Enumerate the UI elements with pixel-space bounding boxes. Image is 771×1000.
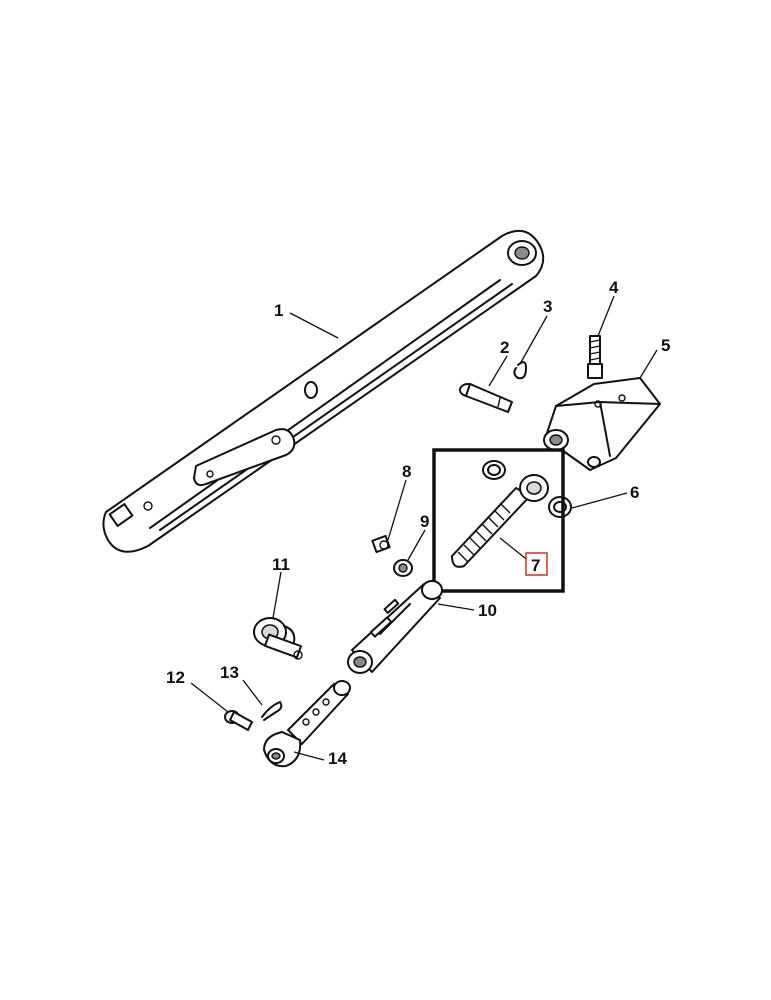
- callout-3: 3: [543, 297, 552, 316]
- part-2-pin[interactable]: [459, 383, 513, 413]
- callout-4: 4: [609, 278, 619, 297]
- callout-10: 10: [478, 601, 497, 620]
- callout-11: 11: [272, 555, 290, 574]
- part-8-grease-nipple[interactable]: [371, 534, 391, 554]
- callout-1: 1: [274, 301, 283, 320]
- part-10-tube-sleeve[interactable]: [347, 580, 443, 674]
- highlight-badge: [525, 552, 548, 576]
- callout-7: 7: [531, 556, 540, 575]
- part-4-bolt[interactable]: [587, 335, 603, 379]
- part-5-bracket[interactable]: [543, 377, 661, 471]
- part-13-spring-pin[interactable]: [261, 701, 283, 721]
- part-11-clamp[interactable]: [253, 617, 303, 660]
- leader-lines: [190, 295, 658, 761]
- part-7-threaded-rod-end[interactable]: [451, 460, 549, 568]
- callout-2: 2: [500, 338, 509, 357]
- part-3-spring-clip[interactable]: [513, 361, 527, 380]
- part-1-lower-link-arm[interactable]: [102, 229, 545, 553]
- callout-12: 12: [166, 668, 185, 687]
- part-14-clevis[interactable]: [263, 680, 351, 768]
- callout-9: 9: [420, 512, 429, 531]
- callout-8: 8: [402, 462, 411, 481]
- callout-6: 6: [630, 483, 639, 502]
- part-6-washer[interactable]: [548, 496, 572, 518]
- highlight-frame: [432, 448, 565, 593]
- part-9-nut[interactable]: [393, 559, 413, 577]
- callout-14: 14: [328, 749, 347, 768]
- callout-5: 5: [661, 336, 670, 355]
- callout-13: 13: [220, 663, 239, 682]
- part-12-pin[interactable]: [224, 710, 253, 731]
